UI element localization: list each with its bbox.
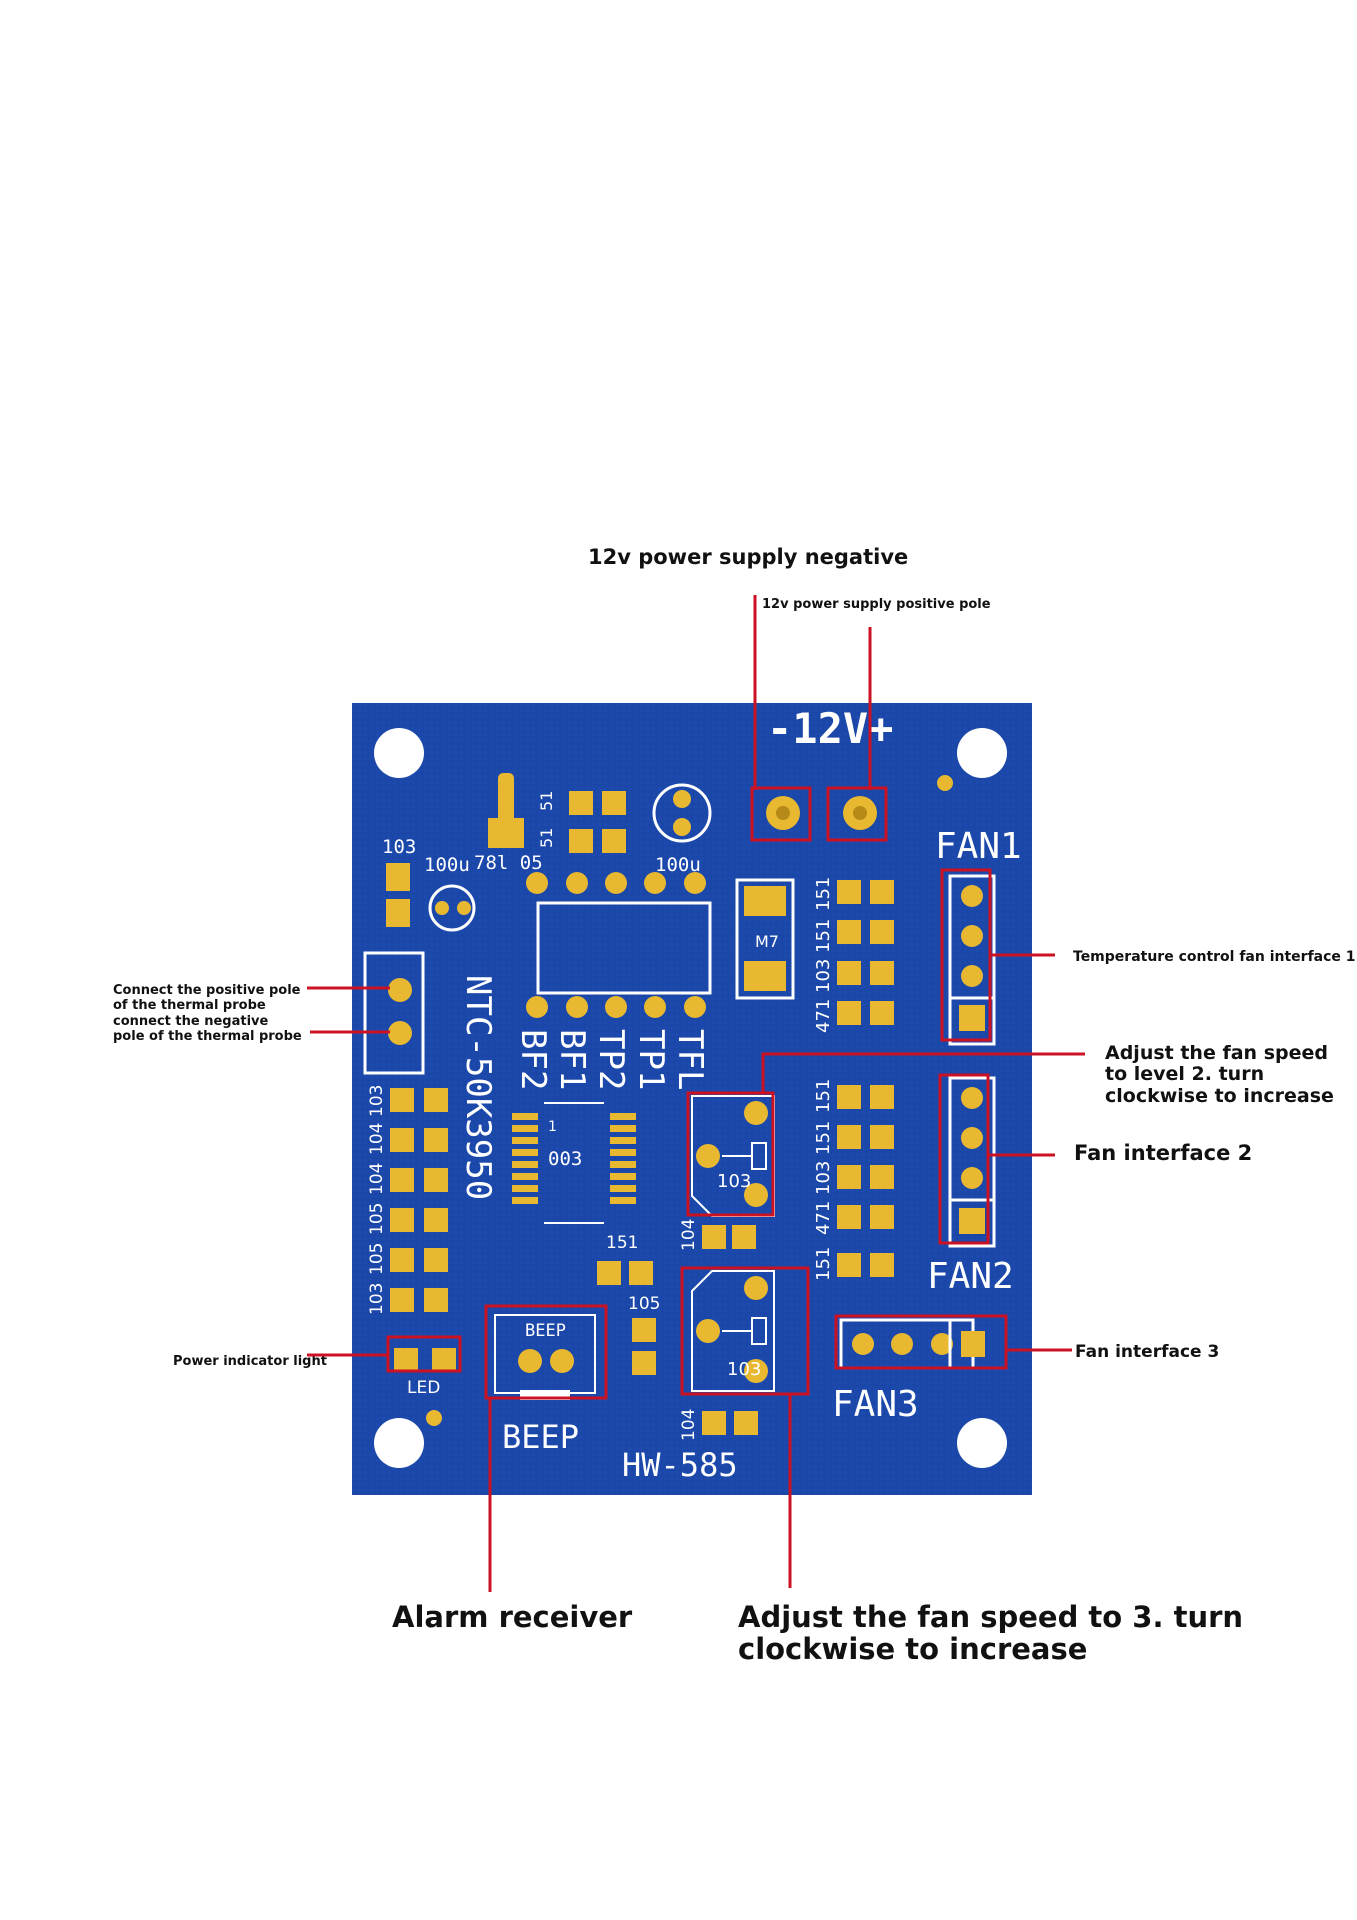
fan1-interface-label: Temperature control fan interface 1 — [1073, 949, 1356, 965]
silk-col2-1: 151 — [813, 1121, 834, 1155]
probe-connector — [363, 951, 425, 1075]
silk-100u-b: 100u — [655, 854, 701, 876]
fan2-interface-label: Fan interface 2 — [1074, 1141, 1253, 1165]
silk-left-1: 104 — [367, 1123, 387, 1155]
fiducial-tr — [937, 775, 953, 791]
silk-104a: 104 — [679, 1219, 699, 1251]
ic-soic — [512, 1102, 636, 1224]
mount-hole-tr — [957, 728, 1007, 778]
silk-col1-1: 151 — [813, 919, 834, 953]
silk-tfl: TFL — [670, 1029, 710, 1090]
silk-c103: 103 — [382, 836, 416, 858]
silk-led: LED — [407, 1378, 440, 1398]
fan3-interface-label: Fan interface 3 — [1075, 1342, 1220, 1362]
silk-tp2: TP2 — [591, 1029, 631, 1090]
silk-col1-2: 103 — [813, 959, 834, 993]
mount-hole-tl — [374, 728, 424, 778]
silk-col2-0: 151 — [813, 1079, 834, 1113]
silk-col2-2: 103 — [813, 1161, 834, 1195]
silk-left-2: 104 — [367, 1163, 387, 1195]
silk-pot2: 103 — [727, 1359, 761, 1380]
diode-m7 — [735, 878, 795, 1000]
silk-model: HW-585 — [622, 1446, 738, 1484]
silk-col1-0: 151 — [813, 877, 834, 911]
silk-bf2: BF2 — [513, 1029, 553, 1090]
silk-reg: 78l 05 — [474, 852, 543, 874]
silk-r51b: 51 — [537, 828, 556, 848]
led-pad-b — [432, 1348, 456, 1372]
silk-tp1: TP1 — [631, 1029, 671, 1090]
silk-r51a: 51 — [537, 791, 556, 811]
silk-left-4: 105 — [367, 1243, 387, 1275]
fan-speed-3-label: Adjust the fan speed to 3. turn clockwis… — [738, 1600, 1244, 1667]
silk-m7: M7 — [755, 932, 779, 951]
probe-positive-label: Connect the positive pole of the thermal… — [113, 983, 301, 1013]
ic-dip8 — [536, 901, 712, 995]
power-mark: -12V+ — [767, 704, 893, 753]
fan-speed-2-label: Adjust the fan speed to level 2. turn cl… — [1105, 1042, 1334, 1107]
silk-ic1: 1 — [548, 1119, 557, 1135]
left-resistor-column — [390, 1088, 448, 1312]
silk-left-0: 103 — [367, 1085, 387, 1117]
fiducial-bl — [426, 1410, 442, 1426]
silk-100u-a: 100u — [424, 854, 470, 876]
cap-100u-a — [428, 884, 476, 932]
regulator-tab — [498, 773, 514, 823]
mount-hole-br — [957, 1418, 1007, 1468]
pcb-artwork: -12V+ FAN1 103 100u 78l 05 51 51 — [352, 703, 1032, 1495]
silk-left-3: 105 — [367, 1203, 387, 1235]
cap-100u-b — [652, 783, 712, 843]
silk-151: 151 — [606, 1233, 638, 1253]
silk-104b: 104 — [679, 1409, 699, 1441]
silk-105: 105 — [628, 1294, 660, 1314]
silk-beep: BEEP — [502, 1418, 579, 1456]
fan1-silk: FAN1 — [935, 826, 1022, 867]
silk-col2-4: 151 — [813, 1247, 834, 1281]
probe-negative-label: connect the negative pole of the thermal… — [113, 1014, 302, 1044]
silk-ntc: NTC-50K3950 — [458, 975, 498, 1200]
power-positive-label: 12v power supply positive pole — [762, 597, 991, 612]
pcb-board: -12V+ FAN1 103 100u 78l 05 51 51 — [352, 703, 1032, 1495]
fan2-silk: FAN2 — [927, 1256, 1014, 1297]
silk-col2-3: 471 — [813, 1201, 834, 1235]
led-pad-a — [394, 1348, 418, 1372]
power-negative-label: 12v power supply negative — [588, 545, 909, 569]
silk-col1-3: 471 — [813, 999, 834, 1033]
silk-beep-small: BEEP — [525, 1321, 566, 1341]
alarm-receiver-label: Alarm receiver — [392, 1600, 633, 1634]
silk-bf1: BF1 — [552, 1029, 592, 1090]
mount-hole-bl — [374, 1418, 424, 1468]
power-indicator-label: Power indicator light — [173, 1354, 327, 1369]
silk-003: 003 — [548, 1148, 582, 1170]
silk-left-5: 103 — [367, 1283, 387, 1315]
fan3-silk: FAN3 — [832, 1384, 919, 1425]
silk-pot1: 103 — [717, 1171, 751, 1192]
